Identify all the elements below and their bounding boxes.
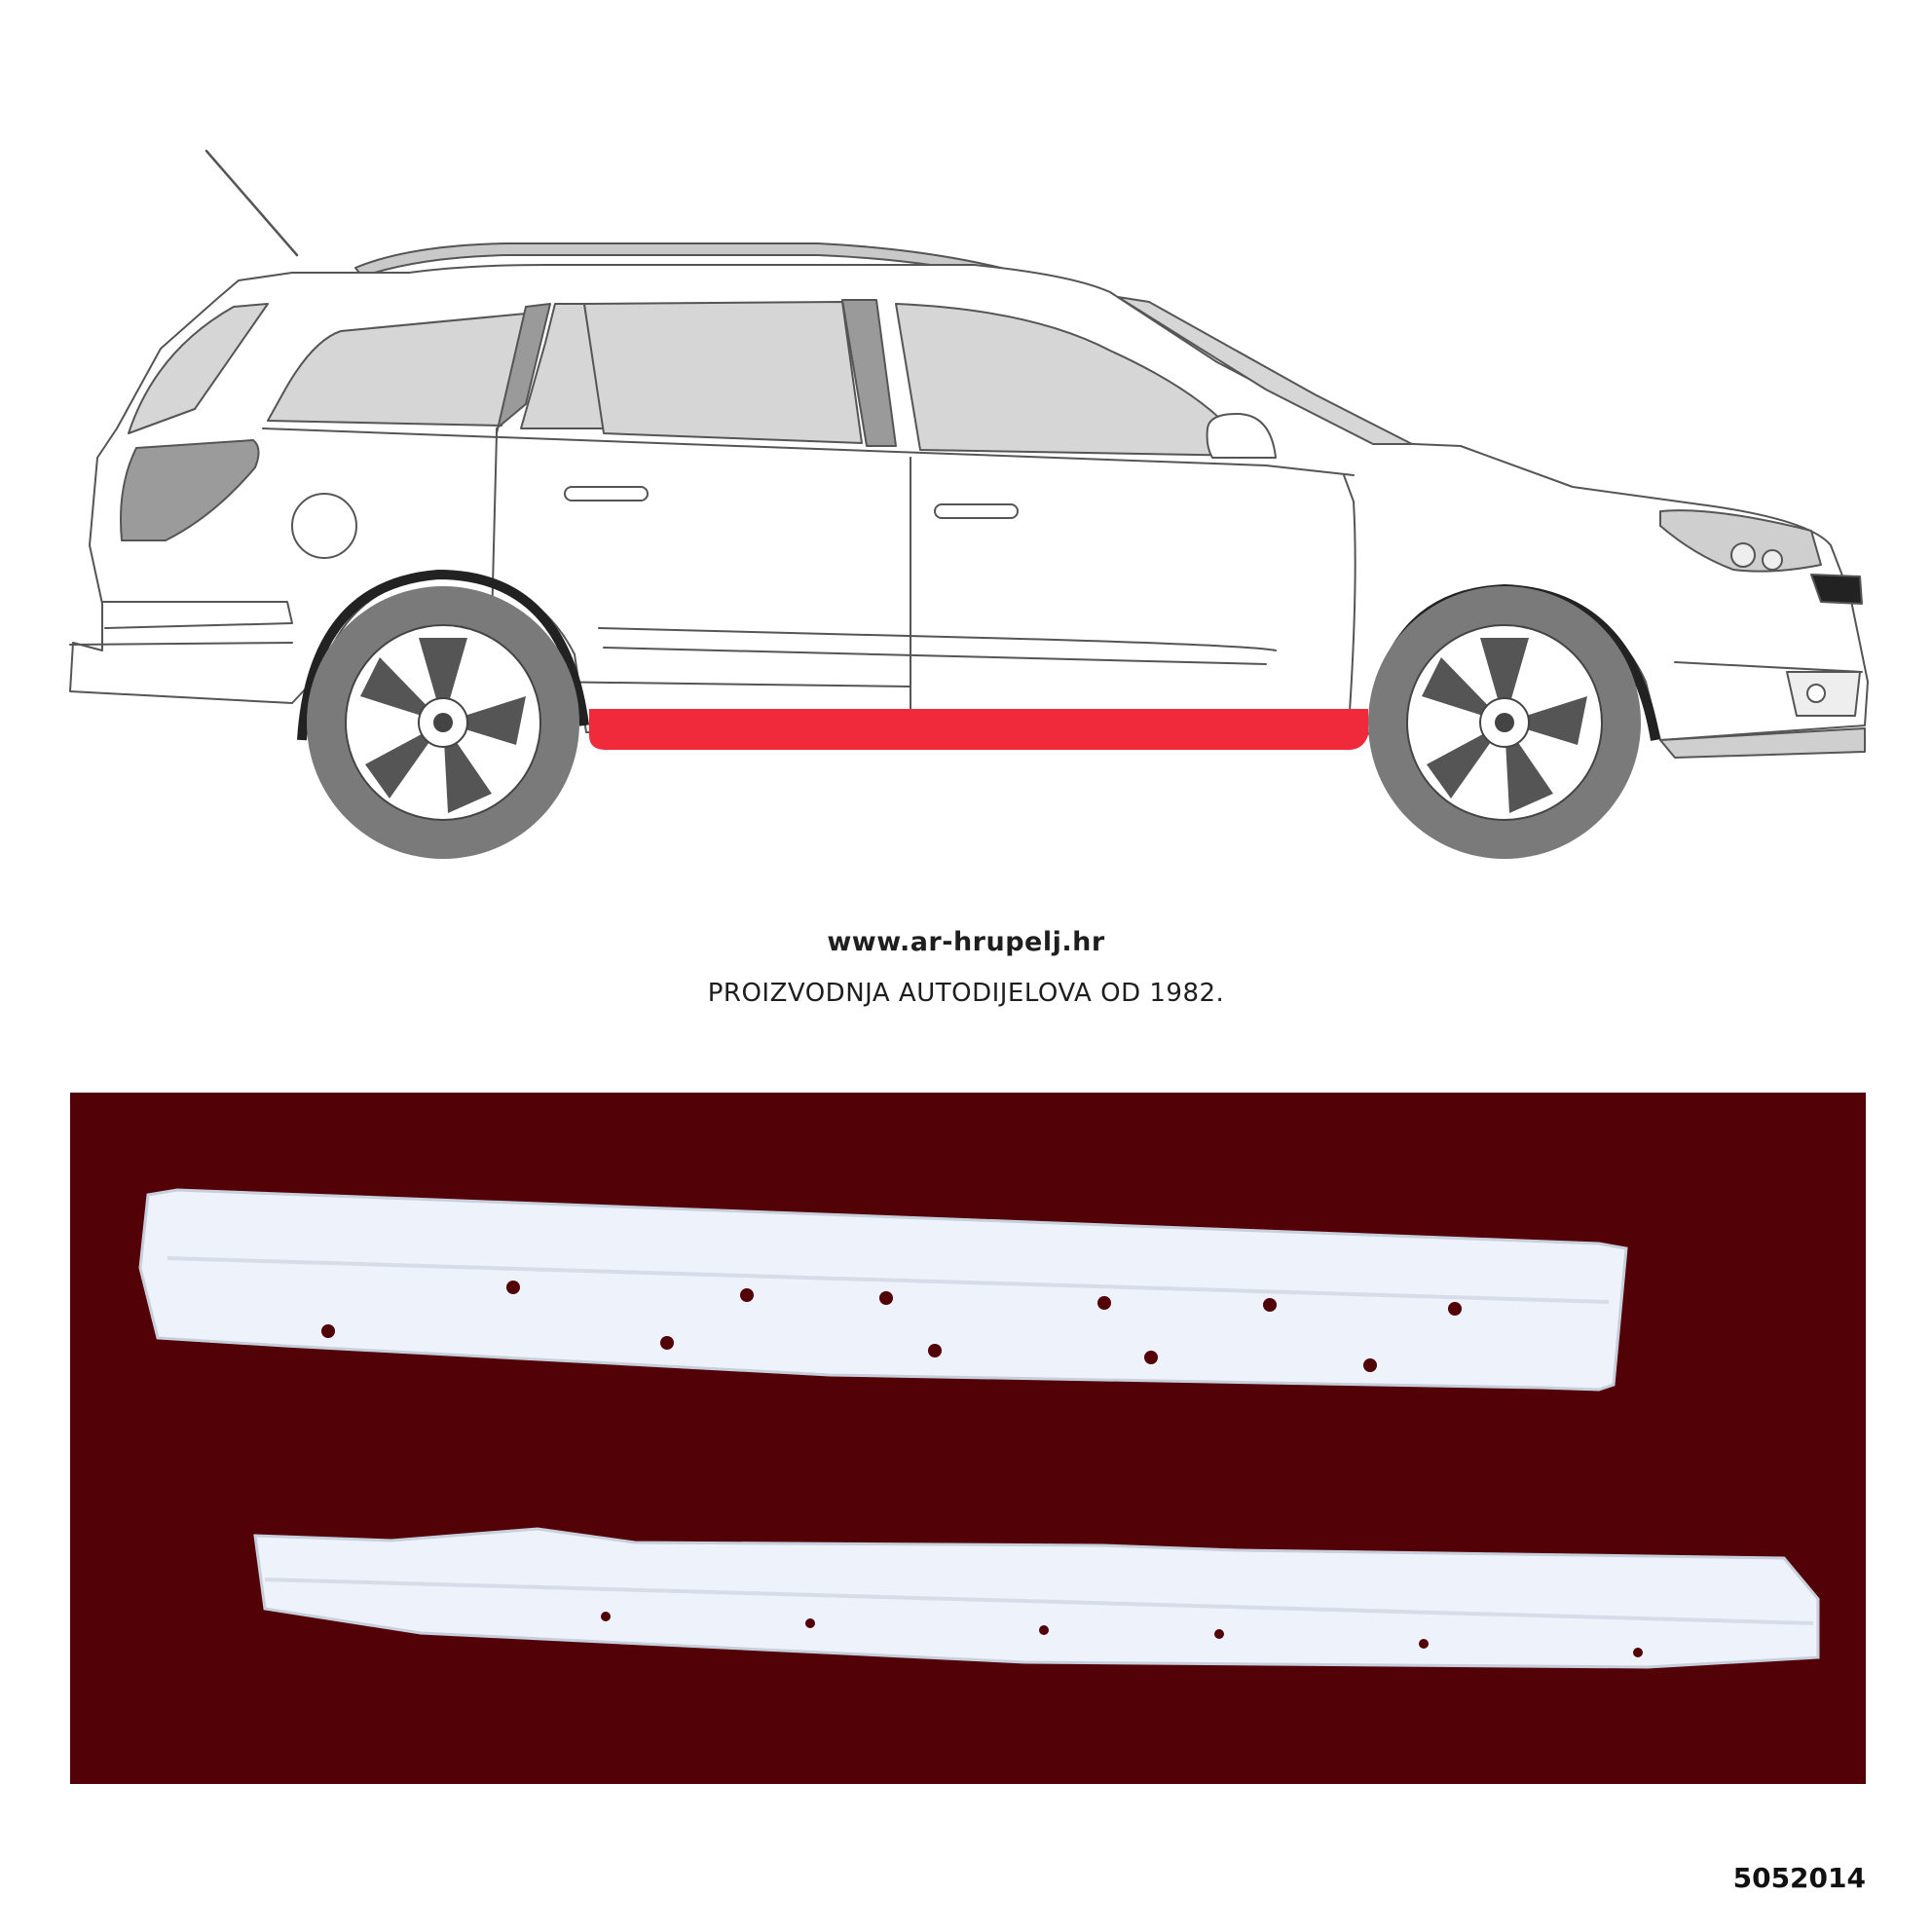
rear-door-window <box>520 303 605 429</box>
front-wheel <box>1368 586 1641 859</box>
windscreen <box>1117 296 1413 445</box>
front-door-handle <box>934 503 1019 519</box>
rear-door-handle <box>564 486 649 502</box>
rear-wheel-arch <box>297 569 589 741</box>
c-pillar <box>496 303 551 434</box>
tail-light <box>120 439 260 541</box>
rear-wheel <box>307 586 579 859</box>
company-tagline: PROIZVODNJA AUTODIJELOVA OD 1982. <box>707 979 1225 1008</box>
front-grille <box>1810 574 1863 605</box>
highlighted-rocker-panel <box>589 709 1368 750</box>
antenna <box>204 149 299 257</box>
fuel-cap <box>291 493 357 559</box>
sill-panel-upper <box>138 1188 1628 1392</box>
sill-panel-lower <box>253 1527 1820 1669</box>
side-mirror <box>1206 413 1277 459</box>
b-pillar <box>841 299 897 447</box>
rear-quarter-window <box>128 303 269 434</box>
website-url[interactable]: www.ar-hrupelj.hr <box>827 927 1105 957</box>
rear-door-glass <box>583 301 863 444</box>
rear-side-window <box>267 313 527 427</box>
rear-bumper <box>101 601 293 629</box>
part-number: 5052014 <box>1732 1862 1866 1894</box>
car-illustration <box>69 149 1869 859</box>
product-photo <box>70 1093 1866 1784</box>
